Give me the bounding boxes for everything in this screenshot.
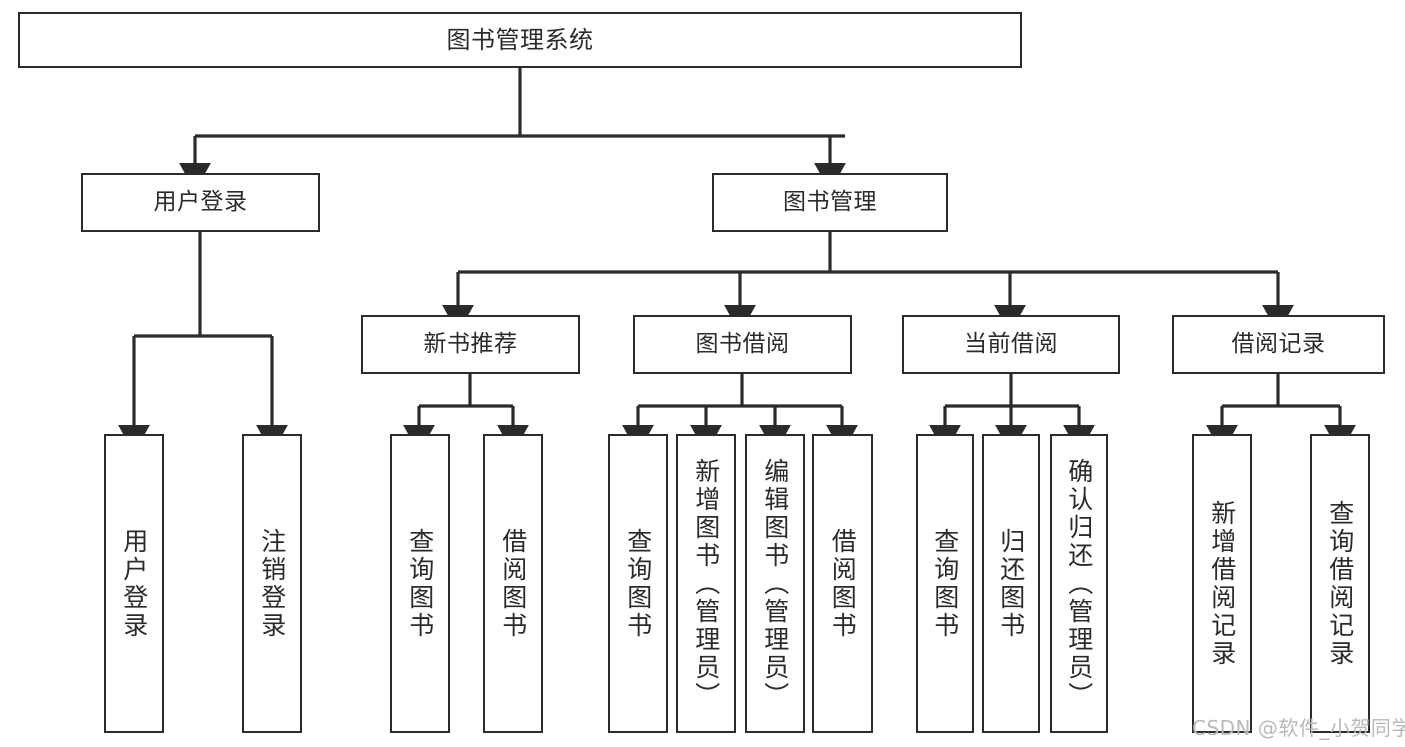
node-label: 新增图书（管理员） [691, 457, 721, 710]
node-label: 借阅记录 [1231, 330, 1326, 357]
node-book-management[interactable]: 图书管理 [712, 173, 948, 232]
node-label: 归还图书 [996, 527, 1026, 640]
node-leaf-add-book-admin[interactable]: 新增图书（管理员） [676, 434, 736, 733]
node-label: 注销登录 [257, 527, 287, 640]
node-leaf-query-book-borrow[interactable]: 查询图书 [608, 434, 668, 733]
node-label: 图书管理系统 [446, 25, 594, 54]
node-root-book-management-system[interactable]: 图书管理系统 [18, 12, 1022, 68]
node-borrow-record[interactable]: 借阅记录 [1172, 315, 1385, 374]
node-leaf-query-book-current[interactable]: 查询图书 [916, 434, 974, 733]
node-user-login[interactable]: 用户登录 [81, 173, 320, 232]
watermark-text: CSDN @软件_小贺同学 [1192, 716, 1405, 740]
node-label: 用户登录 [153, 188, 248, 215]
node-label: 确认归还（管理员） [1064, 457, 1094, 710]
node-label: 图书管理 [783, 188, 877, 215]
node-leaf-confirm-return-admin[interactable]: 确认归还（管理员） [1050, 434, 1108, 733]
node-leaf-borrow-book[interactable]: 借阅图书 [812, 434, 873, 733]
node-leaf-add-borrow-record[interactable]: 新增借阅记录 [1192, 434, 1252, 733]
node-leaf-logout[interactable]: 注销登录 [242, 434, 302, 733]
node-label: 查询图书 [623, 527, 653, 640]
node-label: 新增借阅记录 [1207, 499, 1237, 668]
node-book-borrow[interactable]: 图书借阅 [633, 315, 852, 374]
node-leaf-query-book-recommend[interactable]: 查询图书 [390, 434, 450, 733]
node-leaf-edit-book-admin[interactable]: 编辑图书（管理员） [745, 434, 805, 733]
node-label: 借阅图书 [498, 527, 528, 640]
node-label: 查询图书 [930, 527, 960, 640]
node-current-borrow[interactable]: 当前借阅 [902, 315, 1120, 374]
node-leaf-borrow-book-recommend[interactable]: 借阅图书 [483, 434, 543, 733]
node-leaf-return-book[interactable]: 归还图书 [982, 434, 1040, 733]
node-label: 图书借阅 [695, 330, 790, 357]
node-label: 编辑图书（管理员） [760, 457, 790, 710]
node-label: 查询借阅记录 [1325, 499, 1355, 668]
node-label: 当前借阅 [964, 330, 1058, 357]
node-label: 新书推荐 [423, 330, 518, 357]
node-label: 用户登录 [119, 527, 149, 640]
node-leaf-query-borrow-record[interactable]: 查询借阅记录 [1310, 434, 1370, 733]
node-new-book-recommend[interactable]: 新书推荐 [361, 315, 580, 374]
node-label: 查询图书 [405, 527, 435, 640]
node-label: 借阅图书 [828, 527, 858, 640]
node-leaf-user-login[interactable]: 用户登录 [104, 434, 164, 733]
